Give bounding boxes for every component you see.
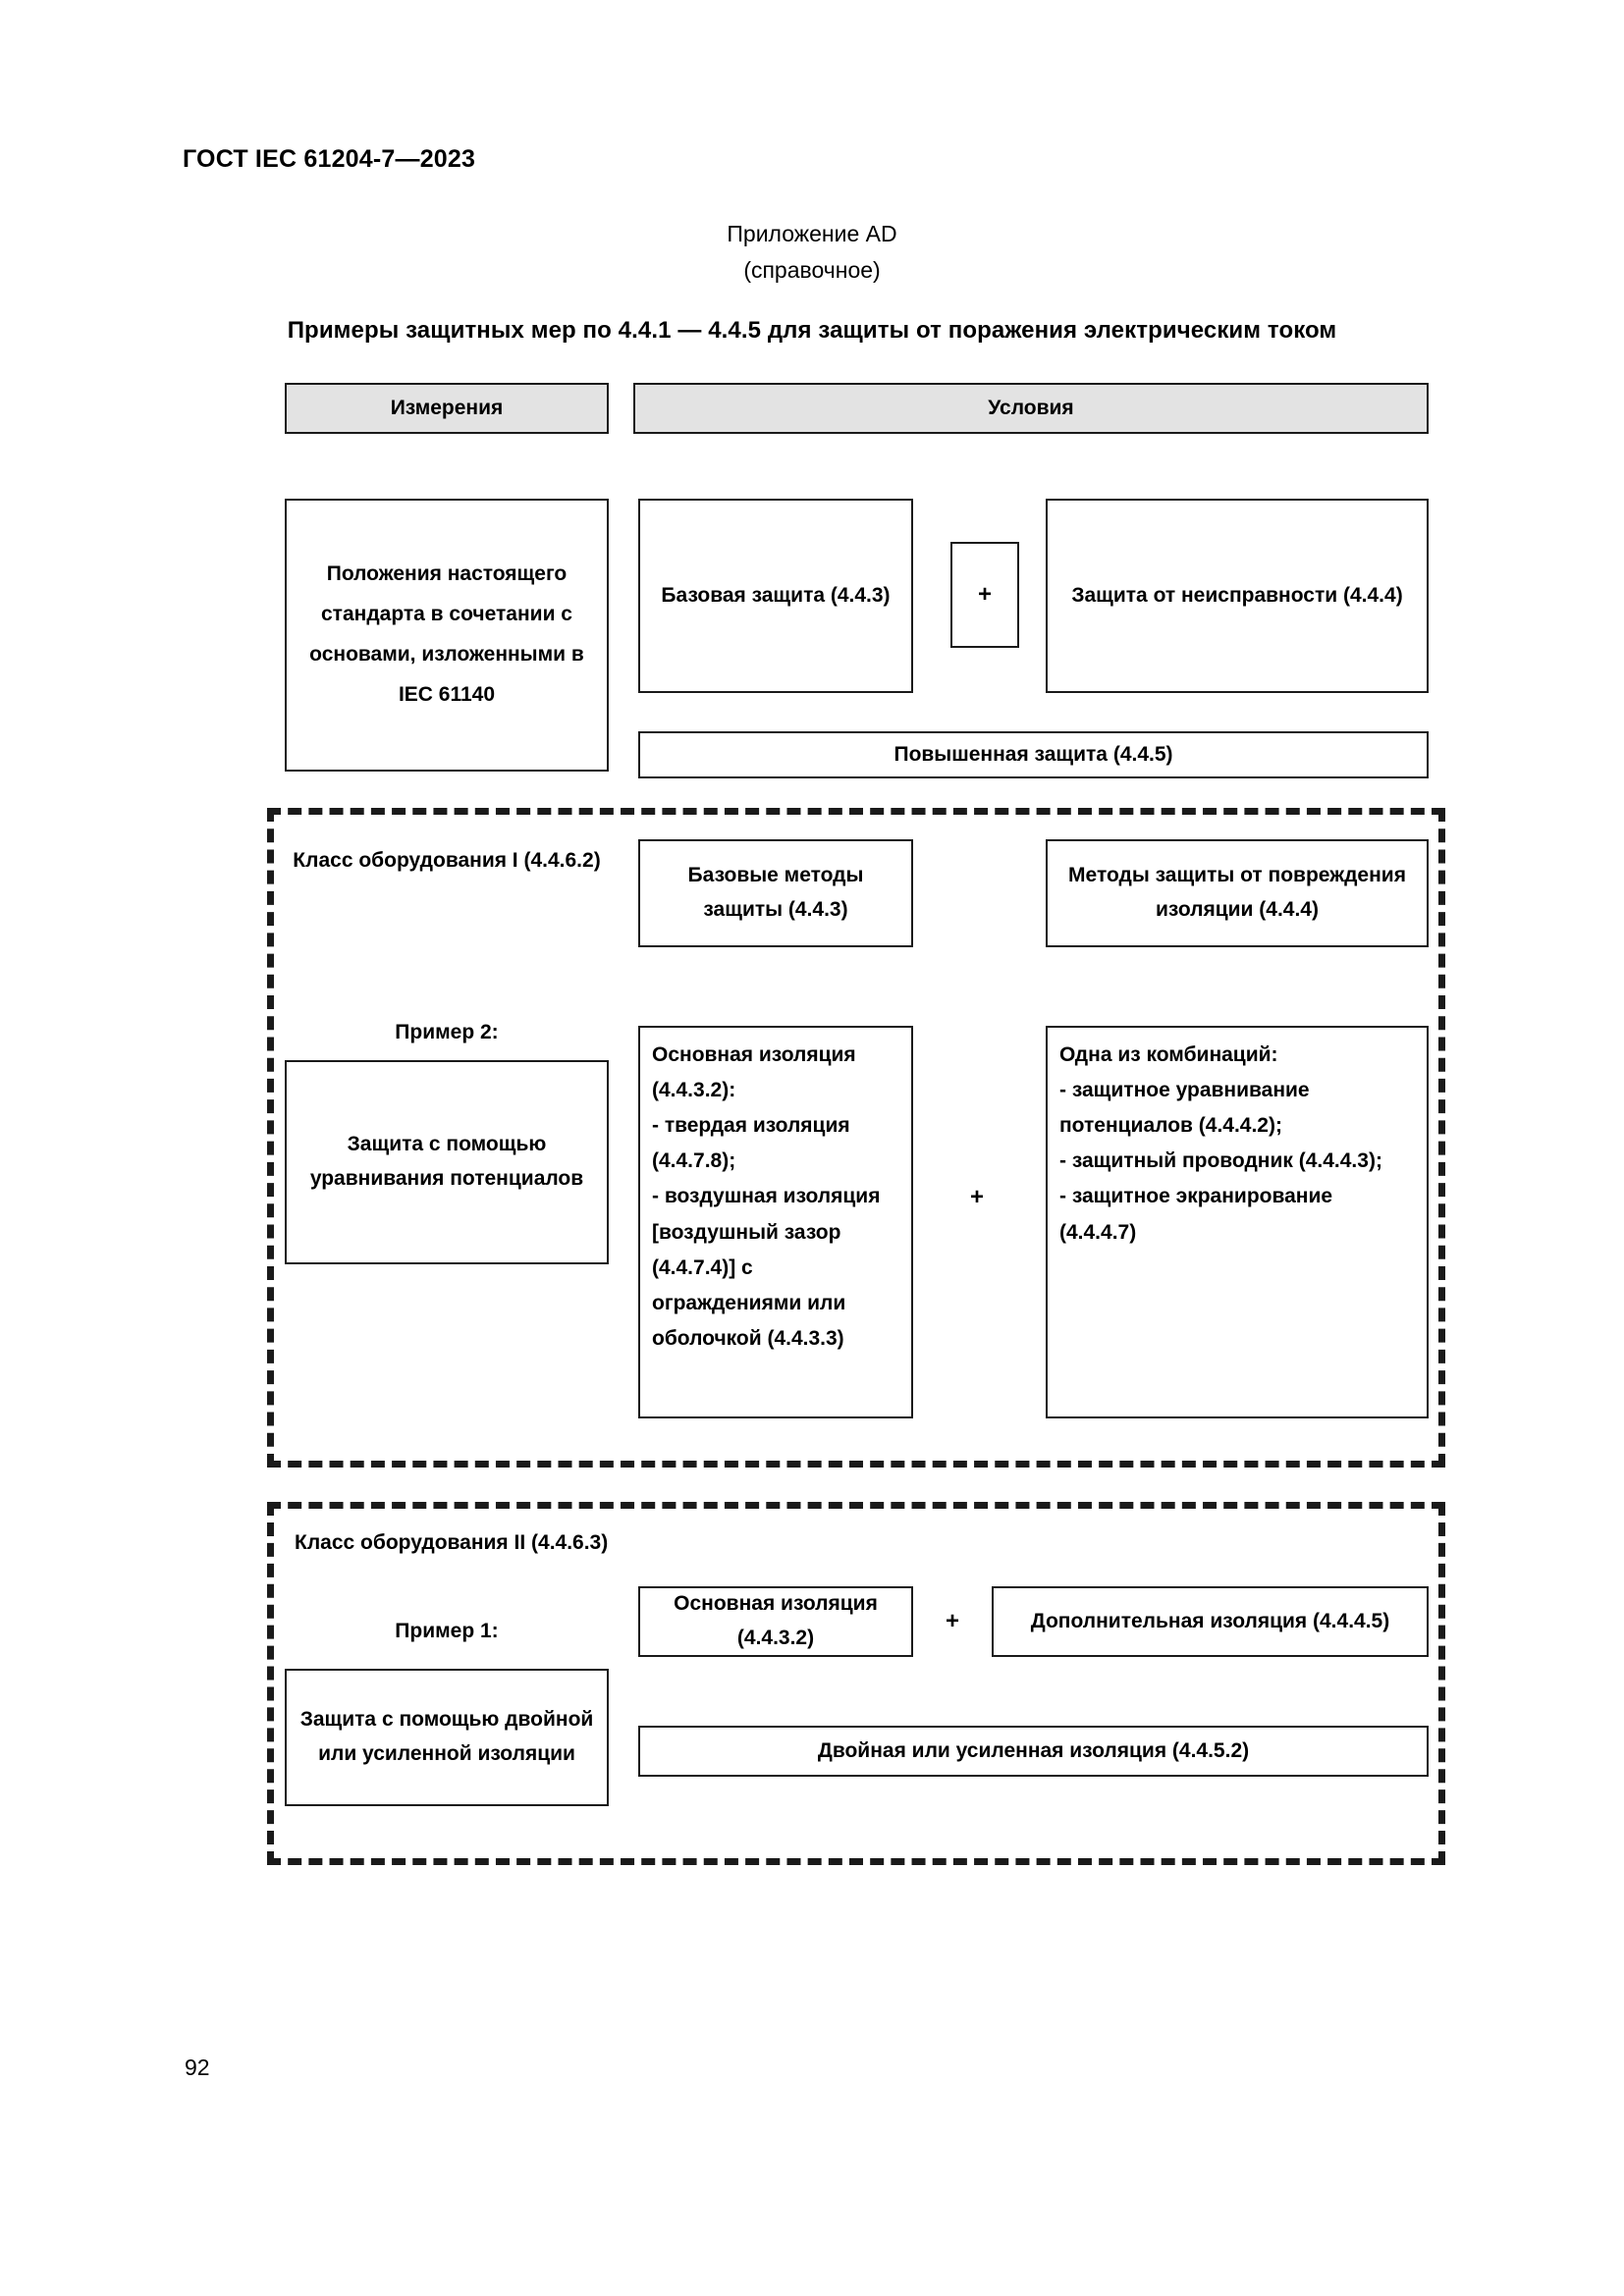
page-number: 92 xyxy=(185,2055,210,2080)
box-example-2-equipotential-bonding: Защита с помощью уравнивания потенциалов xyxy=(285,1060,609,1264)
box-basic-insulation: Основная изоляция (4.4.3.2) xyxy=(638,1586,913,1657)
label-example-2: Пример 2: xyxy=(395,1021,499,1043)
box-basic-methods: Базовые методы защиты (4.4.3) xyxy=(638,839,913,947)
plus-operator-top: + xyxy=(950,542,1019,648)
annex-heading: Приложение AD (справочное) xyxy=(0,221,1624,284)
group-frame-class-i xyxy=(267,808,1445,1468)
plus-operator-class-ii: + xyxy=(945,1608,959,1634)
column-header-measures: Измерения xyxy=(285,383,609,434)
annex-subtitle: (справочное) xyxy=(743,257,881,283)
box-basic-insulation-detail: Основная изоляция (4.4.3.2): - твердая и… xyxy=(638,1026,913,1418)
label-class-i: Класс оборудования I (4.4.6.2) xyxy=(293,849,601,872)
box-fault-protection: Защита от неисправности (4.4.4) xyxy=(1046,499,1429,693)
box-basic-protection: Базовая защита (4.4.3) xyxy=(638,499,913,693)
box-standard-basis: Положения настоящего стандарта в сочетан… xyxy=(285,499,609,772)
box-double-or-reinforced-insulation: Двойная или усиленная изоляция (4.4.5.2) xyxy=(638,1726,1429,1777)
box-enhanced-protection: Повышенная защита (4.4.5) xyxy=(638,731,1429,778)
label-class-ii: Класс оборудования II (4.4.6.3) xyxy=(295,1531,609,1554)
annex-title: Приложение AD xyxy=(727,221,897,246)
box-combinations: Одна из комбинаций: - защитное уравниван… xyxy=(1046,1026,1429,1418)
figure-title: Примеры защитных мер по 4.4.1 — 4.4.5 дл… xyxy=(287,317,1337,344)
document-header: ГОСТ IEC 61204-7—2023 xyxy=(183,145,476,173)
box-insulation-fault-methods: Методы защиты от повреждения изоляции (4… xyxy=(1046,839,1429,947)
box-example-1-double-reinforced: Защита с помощью двойной или усиленной и… xyxy=(285,1669,609,1806)
box-supplementary-insulation: Дополнительная изоляция (4.4.4.5) xyxy=(992,1586,1429,1657)
plus-operator-class-i: + xyxy=(969,1184,984,1210)
group-frame-class-ii xyxy=(267,1502,1445,1865)
column-header-conditions: Условия xyxy=(633,383,1429,434)
label-example-1: Пример 1: xyxy=(395,1620,499,1642)
